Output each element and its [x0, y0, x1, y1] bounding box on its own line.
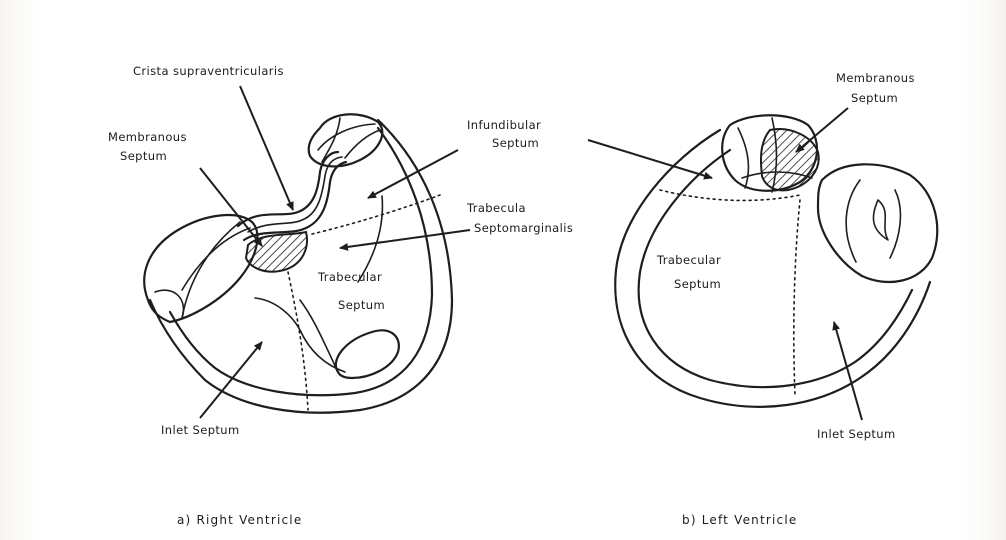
label-inlet-lv: Inlet Septum	[817, 427, 896, 441]
lv-membranous-septum	[761, 129, 819, 190]
label-membranous-lv-line1: Membranous	[836, 71, 915, 85]
caption-right-ventricle: a) Right Ventricle	[177, 513, 302, 527]
label-membranous-rv-line2: Septum	[120, 149, 167, 163]
arrow-infundibular-lv	[588, 140, 712, 178]
label-crista: Crista supraventricularis	[133, 64, 284, 78]
label-trabecular-lv-line1: Trabecular	[656, 253, 721, 267]
arrow-membranous-rv	[200, 168, 262, 246]
label-infundibular-line1: Infundibular	[467, 118, 541, 132]
label-trabecular-rv-line2: Septum	[338, 298, 385, 312]
label-membranous-rv-line1: Membranous	[108, 130, 187, 144]
arrow-membranous-lv	[796, 108, 848, 152]
rv-pulmonary-valve	[309, 114, 383, 166]
lv-dotted-line-2	[794, 200, 800, 395]
rv-crista-band-inner	[244, 162, 346, 240]
label-trabecula-line2: Septomarginalis	[474, 221, 573, 235]
rv-tricuspid-valve	[144, 215, 257, 322]
label-trabecular-lv-line2: Septum	[674, 277, 721, 291]
label-inlet-rv: Inlet Septum	[161, 423, 240, 437]
rv-inner-wall	[170, 128, 432, 395]
caption-left-ventricle: b) Left Ventricle	[682, 513, 797, 527]
label-membranous-lv-line2: Septum	[851, 91, 898, 105]
label-trabecular-rv-line1: Trabecular	[317, 270, 382, 284]
arrow-crista	[240, 86, 293, 210]
lv-mitral-valve	[818, 164, 937, 282]
arrow-inlet-rv	[200, 342, 262, 418]
arrow-trabecula	[340, 230, 470, 248]
label-infundibular-line2: Septum	[492, 136, 539, 150]
label-trabecula-line1: Trabecula	[466, 201, 526, 215]
rv-septal-curve-1	[255, 298, 345, 372]
right-ventricle-drawing	[144, 114, 452, 412]
